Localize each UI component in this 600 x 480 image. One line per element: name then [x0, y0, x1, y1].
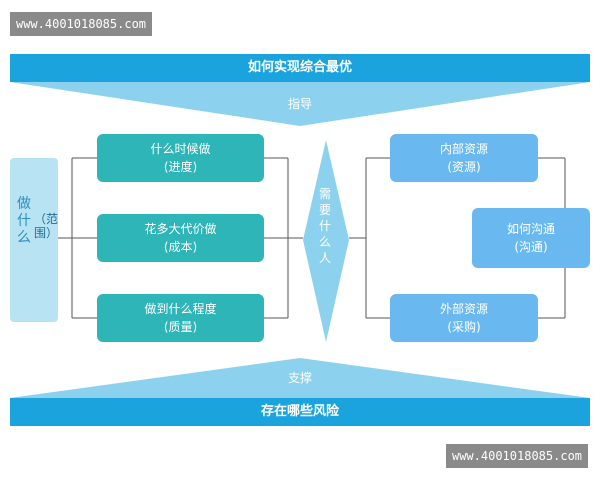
scope-box	[10, 158, 58, 322]
wedge-top-label: 指导	[287, 97, 312, 111]
communication-box: 如何沟通 (沟通)	[472, 208, 590, 268]
quality-box-subtitle: (质量)	[163, 320, 198, 334]
wedge-bottom	[10, 358, 590, 398]
center-diamond	[303, 140, 349, 342]
scope-sublabel: （范围）	[34, 212, 59, 240]
internal-resources-box: 内部资源 (资源)	[390, 134, 538, 182]
wedge-bottom-label: 支撑	[287, 371, 312, 385]
cost-box-subtitle: (成本)	[163, 240, 198, 254]
watermark-bottom: www.4001018085.com	[446, 444, 588, 468]
schedule-box-subtitle: (进度)	[163, 160, 198, 174]
external-resources-title: 外部资源	[439, 302, 488, 316]
external-resources-subtitle: (采购)	[447, 320, 481, 334]
connectors	[58, 157, 566, 319]
cost-box: 花多大代价做 (成本)	[97, 214, 264, 262]
footer-band: 存在哪些风险	[10, 398, 590, 426]
header-band: 如何实现综合最优	[10, 54, 590, 82]
schedule-box-title: 什么时候做	[150, 142, 211, 156]
internal-resources-subtitle: (资源)	[447, 160, 481, 174]
scope-label: 做什么	[17, 196, 31, 246]
communication-title: 如何沟通	[506, 222, 555, 236]
internal-resources-title: 内部资源	[439, 142, 488, 156]
external-resources-box: 外部资源 (采购)	[390, 294, 538, 342]
quality-box-title: 做到什么程度	[144, 302, 217, 316]
wedge-top	[10, 82, 590, 126]
watermark-top: www.4001018085.com	[10, 12, 152, 36]
communication-subtitle: (沟通)	[514, 240, 548, 254]
schedule-box: 什么时候做 (进度)	[97, 134, 264, 182]
quality-box: 做到什么程度 (质量)	[97, 294, 264, 342]
center-diamond-label: 需要什么人	[318, 187, 331, 265]
cost-box-title: 花多大代价做	[144, 222, 217, 236]
